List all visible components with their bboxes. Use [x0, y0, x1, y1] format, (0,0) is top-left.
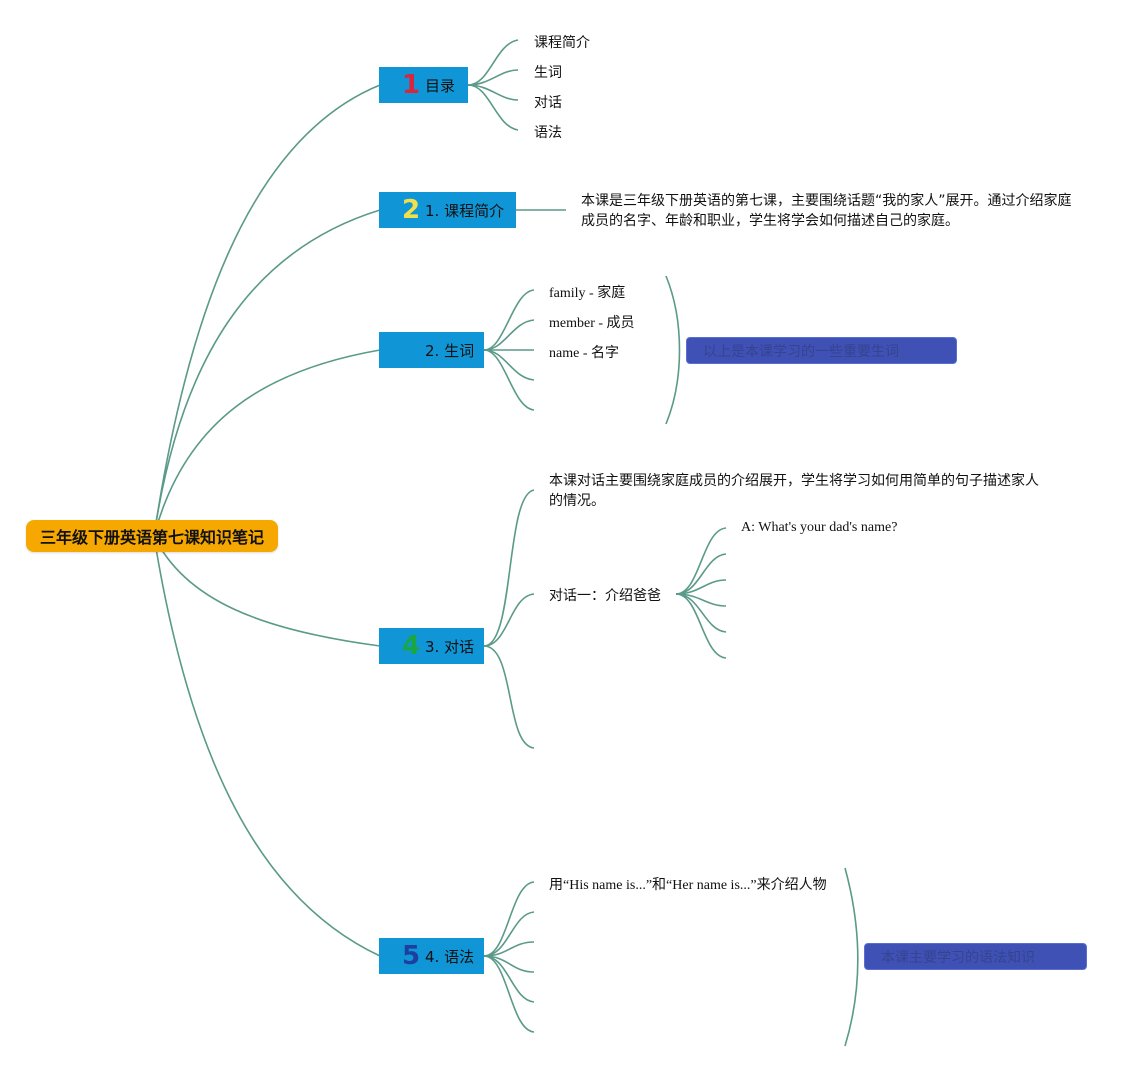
number-3-icon: 3	[401, 335, 421, 365]
dialogue-one-label[interactable]: 对话一：介绍爸爸	[549, 588, 661, 604]
topic-label: 1. 课程简介	[425, 201, 505, 220]
topic-contents[interactable]: 1 目录	[379, 67, 468, 103]
topic-dialogue[interactable]: 4 3. 对话	[379, 628, 484, 664]
number-4-icon: 4	[401, 631, 421, 661]
topic-label: 4. 语法	[425, 947, 475, 966]
vocab-summary[interactable]: 以上是本课学习的一些重要生词	[686, 337, 957, 364]
vocab-item[interactable]: family - 家庭	[549, 282, 625, 302]
contents-item[interactable]: 生词	[534, 65, 562, 81]
grammar-summary[interactable]: 本课主要学习的语法知识	[864, 943, 1087, 970]
contents-item[interactable]: 语法	[534, 125, 562, 141]
vocab-text: family - 家庭	[549, 286, 626, 301]
number-1-icon: 1	[401, 70, 421, 100]
contents-item[interactable]: 对话	[534, 95, 562, 111]
topic-label: 2. 生词	[425, 341, 475, 360]
number-2-icon: 2	[401, 195, 421, 225]
root-topic[interactable]: 三年级下册英语第七课知识笔记	[26, 520, 278, 552]
topic-label: 3. 对话	[425, 637, 475, 656]
vocab-text: name - 名字	[549, 346, 619, 361]
topic-course-intro[interactable]: 2 1. 课程简介	[379, 192, 516, 228]
topic-vocabulary[interactable]: 3 2. 生词	[379, 332, 484, 368]
topic-grammar[interactable]: 5 4. 语法	[379, 938, 484, 974]
grammar-item[interactable]: 用“His name is...”和“Her name is...”来介绍人物	[549, 878, 827, 893]
dialogue-intro-text[interactable]: 本课对话主要围绕家庭成员的介绍展开，学生将学习如何用简单的句子描述家人的情况。	[549, 473, 1039, 509]
course-intro-text[interactable]: 本课是三年级下册英语的第七课，主要围绕话题“我的家人”展开。通过介绍家庭成员的名…	[581, 193, 1072, 229]
vocab-item[interactable]: member - 成员	[549, 312, 635, 332]
vocab-text: member - 成员	[549, 316, 635, 331]
number-5-icon: 5	[401, 941, 421, 971]
dialogue-line[interactable]: A: What's your dad's name?	[741, 520, 898, 535]
topic-label: 目录	[425, 76, 456, 95]
contents-item[interactable]: 课程简介	[534, 35, 590, 51]
root-label: 三年级下册英语第七课知识笔记	[39, 528, 264, 547]
vocab-item[interactable]: name - 名字	[549, 342, 619, 362]
